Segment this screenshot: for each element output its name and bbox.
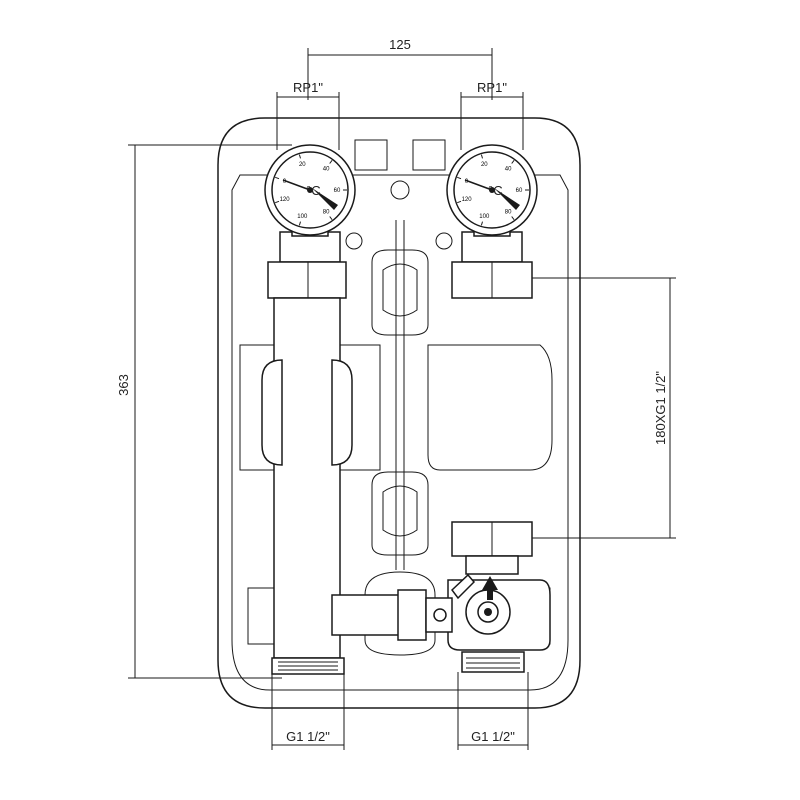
right-gauge-scale-label: 80 bbox=[505, 210, 512, 216]
right-gauge-scale-label: 60 bbox=[516, 188, 523, 194]
right-gauge-scale-label: 40 bbox=[505, 166, 512, 172]
right-gauge-scale-label: 0 bbox=[465, 179, 469, 185]
inlet-thread-right-label: RP1" bbox=[477, 80, 507, 95]
right-gauge-tick bbox=[457, 176, 462, 180]
dimension-center-spacing: 125 bbox=[307, 37, 493, 100]
left-gauge-scale-label: 20 bbox=[299, 162, 306, 168]
left-flow-line bbox=[261, 231, 353, 675]
right-gauge-scale-label: 20 bbox=[481, 162, 488, 168]
right-gauge-scale-label: 100 bbox=[479, 214, 490, 220]
left-gauge-tick bbox=[329, 216, 333, 220]
right-gauge-tick bbox=[511, 160, 515, 164]
left-gauge-scale-label: 80 bbox=[323, 210, 330, 216]
right-gauge-scale-label: 120 bbox=[462, 197, 473, 203]
dimension-pump-spec: 180XG1 1/2" bbox=[532, 277, 676, 539]
outlet-thread-right-label: G1 1/2" bbox=[471, 729, 515, 744]
right-gauge-tick bbox=[480, 154, 483, 159]
right-thermometer: 0 20 40 60 80 100 120 °C bbox=[446, 144, 538, 237]
left-gauge-scale-label: 60 bbox=[334, 188, 341, 194]
bypass-connection bbox=[331, 571, 476, 656]
left-thermometer: 0 20 40 60 80 100 120 °C bbox=[264, 144, 356, 237]
left-gauge-scale-label: 100 bbox=[297, 214, 308, 220]
dimension-overall-height: 363 bbox=[116, 144, 292, 679]
right-gauge-unit: °C bbox=[488, 183, 503, 198]
dimension-outlet-right: G1 1/2" bbox=[457, 672, 529, 750]
dimension-inlet-left: RP1" bbox=[276, 80, 340, 150]
dimension-outlet-left: G1 1/2" bbox=[271, 674, 345, 750]
dimension-inlet-right: RP1" bbox=[460, 80, 524, 150]
inlet-thread-left-label: RP1" bbox=[293, 80, 323, 95]
right-gauge-tick bbox=[480, 221, 483, 226]
left-gauge-tick bbox=[275, 176, 280, 180]
left-gauge-tick bbox=[298, 221, 301, 226]
left-gauge-scale-label: 120 bbox=[280, 197, 291, 203]
overall-height-label: 363 bbox=[116, 374, 131, 396]
right-gauge-tick bbox=[511, 216, 515, 220]
outlet-thread-left-label: G1 1/2" bbox=[286, 729, 330, 744]
left-gauge-tick bbox=[329, 160, 333, 164]
pump-spec-label: 180XG1 1/2" bbox=[653, 371, 668, 445]
center-spacing-label: 125 bbox=[389, 37, 411, 52]
left-gauge-unit: °C bbox=[306, 183, 321, 198]
left-gauge-tick bbox=[275, 200, 280, 204]
left-gauge-scale-label: 40 bbox=[323, 166, 330, 172]
left-gauge-scale-label: 0 bbox=[283, 179, 287, 185]
right-gauge-tick bbox=[457, 200, 462, 204]
left-gauge-tick bbox=[298, 154, 301, 159]
right-return-line bbox=[447, 231, 551, 673]
